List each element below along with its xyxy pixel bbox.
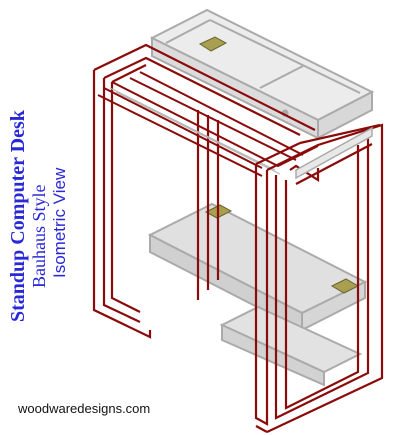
title-text: Standup Computer Desk [7, 110, 29, 322]
left-frame [92, 43, 316, 339]
view-label: Isometric View [50, 167, 69, 278]
bracket [295, 126, 373, 180]
rail-channel [109, 87, 281, 175]
keyboard-shelf [147, 202, 368, 332]
subtitle-text: Bauhaus Style [29, 184, 49, 289]
top-pad-left [198, 36, 228, 52]
footer-website: woodwaredesigns.com [18, 401, 151, 416]
right-frame [254, 123, 384, 433]
